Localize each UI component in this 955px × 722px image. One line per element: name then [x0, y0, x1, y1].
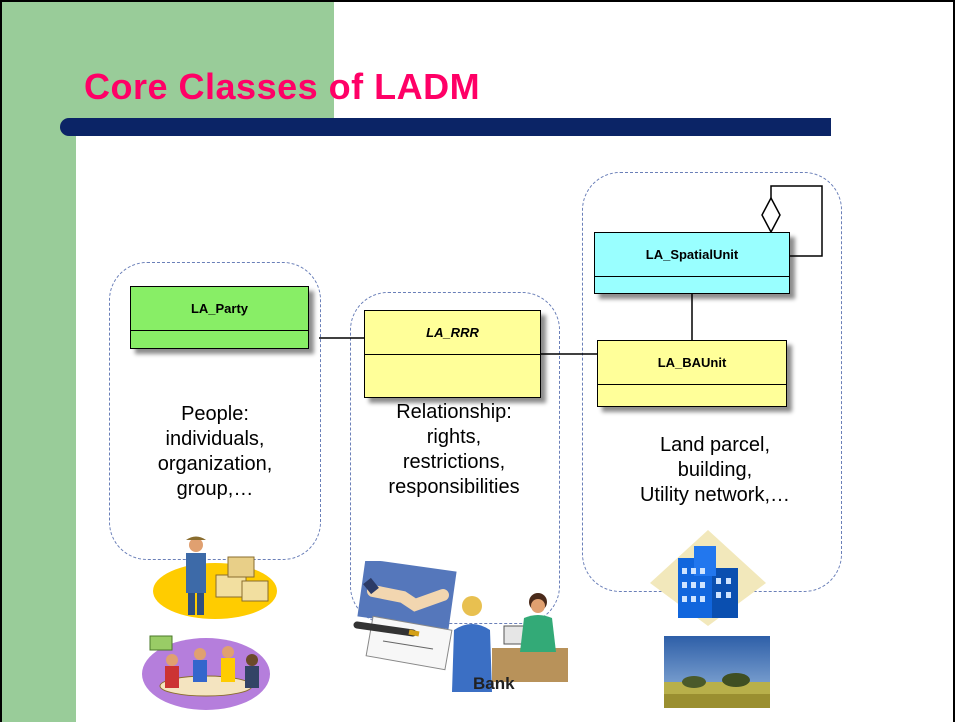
- slide-title: Core Classes of LADM: [84, 66, 481, 107]
- handshake-clipart: [353, 561, 457, 671]
- rrr-desc-line: restrictions,: [402, 451, 506, 473]
- top-accent-block: [76, 2, 334, 126]
- title-underline-bar: [60, 118, 831, 136]
- landscape-photo: [664, 636, 770, 708]
- rrr-desc-line: rights,: [426, 426, 482, 448]
- rrr-desc-line: Relationship:: [396, 401, 512, 423]
- spatial-description: Land parcel, building, Utility network,…: [604, 433, 826, 508]
- spatial-desc-line: Utility network,…: [639, 484, 791, 506]
- spatialunit-self-aggregation: [770, 185, 823, 257]
- la-rrr-class[interactable]: LA_RRR: [364, 310, 541, 398]
- la-spatialunit-class-name: LA_SpatialUnit: [595, 233, 789, 277]
- la-spatialunit-class[interactable]: LA_SpatialUnit: [594, 232, 790, 294]
- la-rrr-class-name: LA_RRR: [365, 311, 540, 355]
- la-party-class-name: LA_Party: [131, 287, 308, 331]
- building-clipart: [650, 530, 766, 626]
- bank-clipart: [452, 593, 568, 692]
- meeting-clipart: [142, 635, 270, 710]
- party-desc-line: individuals,: [165, 428, 265, 450]
- party-desc-line: organization,: [157, 453, 273, 475]
- spatial-desc-line: Land parcel,: [659, 434, 771, 456]
- rrr-description: Relationship: rights, restrictions, resp…: [358, 400, 550, 500]
- party-description: People: individuals, organization, group…: [130, 402, 300, 502]
- bank-label: Bank: [473, 674, 515, 693]
- party-desc-line: group,…: [176, 478, 254, 500]
- aggregation-diamond: [761, 196, 781, 234]
- spatial-desc-line: building,: [677, 459, 753, 481]
- party-group: [109, 262, 321, 560]
- rrr-desc-line: responsibilities: [388, 476, 520, 498]
- rrr-group: [350, 292, 560, 624]
- party-desc-line: People:: [181, 403, 249, 425]
- worker-clipart: [153, 536, 277, 619]
- la-baunit-class[interactable]: LA_BAUnit: [597, 340, 787, 407]
- la-baunit-class-name: LA_BAUnit: [598, 341, 786, 385]
- la-party-class[interactable]: LA_Party: [130, 286, 309, 349]
